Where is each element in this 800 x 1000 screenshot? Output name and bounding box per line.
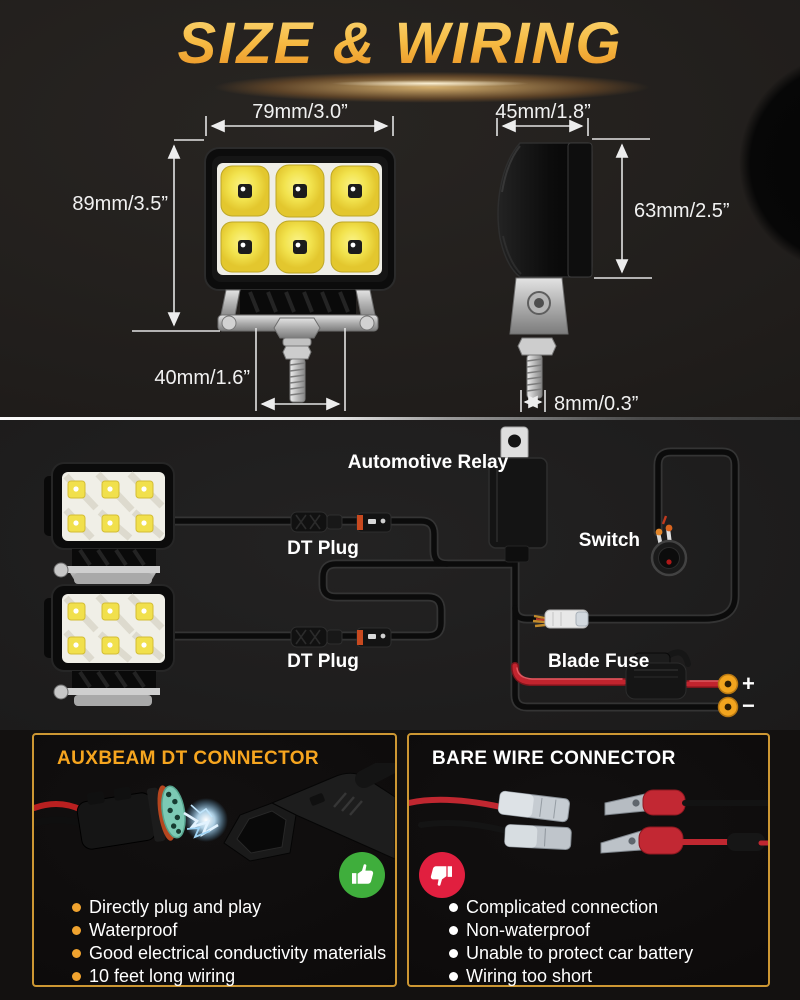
wiring-diagram bbox=[44, 426, 740, 718]
dt-connector-title: AUXBEAM DT CONNECTOR bbox=[57, 748, 320, 769]
relay-label: Automotive Relay bbox=[347, 452, 509, 473]
list-item: Complicated connection bbox=[449, 896, 768, 919]
bare-wire-bullets: Complicated connection Non-waterproof Un… bbox=[409, 896, 768, 988]
bullet-dot bbox=[72, 949, 81, 958]
bullet-dot bbox=[72, 972, 81, 981]
list-item: Directly plug and play bbox=[72, 896, 395, 919]
list-item: Waterproof bbox=[72, 919, 395, 942]
pod-light-a bbox=[44, 462, 175, 584]
automotive-relay bbox=[488, 426, 548, 563]
inline-connector bbox=[532, 609, 589, 629]
pod-a-leds bbox=[63, 471, 165, 541]
dt-connector-bullets: Directly plug and play Waterproof Good e… bbox=[34, 896, 395, 988]
list-item: Non-waterproof bbox=[449, 919, 768, 942]
front-view-light bbox=[204, 147, 396, 403]
bullet-text: Unable to protect car battery bbox=[466, 943, 694, 963]
bullet-dot bbox=[449, 903, 458, 912]
thumbs-up-icon bbox=[352, 864, 374, 884]
list-item: Unable to protect car battery bbox=[449, 942, 768, 965]
bullet-text: Wiring too short bbox=[466, 966, 593, 986]
dt-plug-label-1: DT Plug bbox=[287, 538, 359, 559]
pod-light-b bbox=[44, 584, 175, 706]
positive-label: + bbox=[742, 671, 755, 696]
bare-wire-box: BARE WIRE CONNECTOR bbox=[407, 733, 770, 987]
blade-fuse-holder bbox=[625, 649, 691, 700]
dt-plug-pair-1 bbox=[290, 511, 392, 533]
dim-bracket-width: 40mm/1.6” bbox=[154, 367, 250, 389]
female-spade-terminals bbox=[497, 790, 572, 851]
light-flare-core bbox=[330, 80, 530, 87]
list-item: Good electrical conductivity materials bbox=[72, 942, 395, 965]
dimension-lines bbox=[132, 116, 652, 412]
dim-side-height: 63mm/2.5” bbox=[634, 200, 730, 222]
dim-bolt: 8mm/0.3” bbox=[554, 393, 638, 415]
dim-front-height: 89mm/3.5” bbox=[72, 193, 168, 215]
led-array bbox=[220, 164, 380, 274]
page-title: SIZE & WIRING bbox=[0, 10, 800, 77]
list-item: 10 feet long wiring bbox=[72, 965, 395, 988]
bullet-dot bbox=[449, 926, 458, 935]
positive-terminal bbox=[717, 673, 739, 695]
bare-wire-title: BARE WIRE CONNECTOR bbox=[432, 748, 676, 769]
side-view-light bbox=[497, 142, 593, 399]
bullet-text: Directly plug and play bbox=[89, 897, 262, 917]
dt-plug-pair-2 bbox=[290, 626, 392, 648]
dt-plug-label-2: DT Plug bbox=[287, 651, 359, 672]
bullet-text: Waterproof bbox=[89, 920, 178, 940]
dt-connector-box: AUXBEAM DT CONNECTOR bbox=[32, 733, 397, 987]
electric-spark bbox=[183, 798, 228, 842]
section-divider bbox=[0, 417, 800, 420]
size-diagram: 79mm/3.0” 89mm/3.5” 40mm/1.6” 45mm/1.8” … bbox=[72, 101, 730, 415]
size-section: SIZE & WIRING bbox=[0, 0, 800, 418]
bullet-text: 10 feet long wiring bbox=[89, 966, 236, 986]
mounting-bracket bbox=[217, 289, 379, 403]
thumbs-down-badge bbox=[419, 852, 465, 898]
bullet-text: Complicated connection bbox=[466, 897, 659, 917]
thumbs-down-icon bbox=[430, 866, 452, 886]
list-item: Wiring too short bbox=[449, 965, 768, 988]
bullet-dot bbox=[449, 949, 458, 958]
dt-male-connector bbox=[223, 763, 395, 862]
harness-wires bbox=[167, 447, 740, 712]
bullet-text: Non-waterproof bbox=[466, 920, 591, 940]
power-switch bbox=[650, 515, 688, 577]
wiring-section: Automotive Relay DT Plug DT Plug Switch … bbox=[0, 420, 800, 730]
dt-connector-illustration bbox=[34, 763, 395, 862]
switch-label: Switch bbox=[578, 530, 640, 551]
comparison-section: AUXBEAM DT CONNECTOR bbox=[0, 730, 800, 1000]
bullet-text: Good electrical conductivity materials bbox=[89, 943, 387, 963]
bullet-dot bbox=[449, 972, 458, 981]
side-mounting-bracket bbox=[509, 277, 569, 399]
thumbs-up-badge bbox=[339, 852, 385, 898]
negative-terminal bbox=[717, 696, 739, 718]
male-spade-terminals bbox=[600, 789, 768, 855]
bullet-dot bbox=[72, 926, 81, 935]
fuse-label: Blade Fuse bbox=[548, 651, 650, 672]
bare-wire-illustration bbox=[409, 789, 768, 855]
bullet-dot bbox=[72, 903, 81, 912]
negative-label: − bbox=[742, 693, 755, 718]
dt-female-connector bbox=[76, 785, 186, 850]
